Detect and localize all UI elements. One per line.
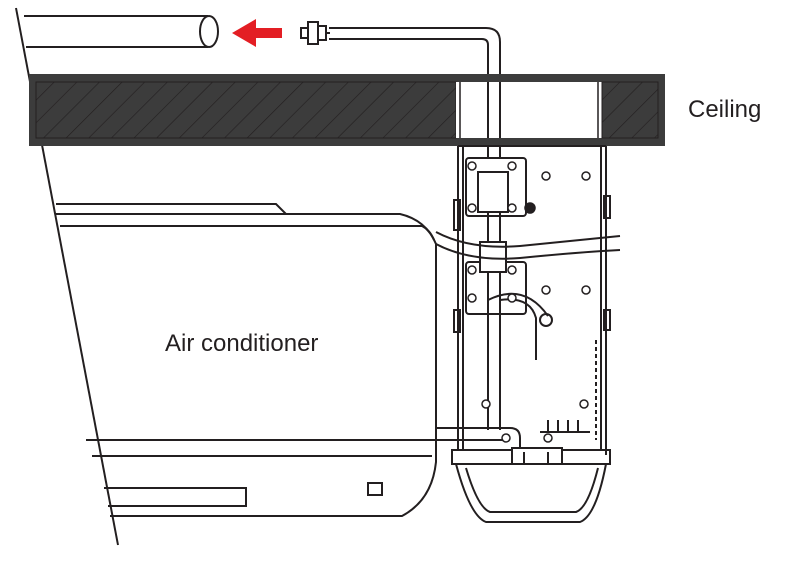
screws [467,161,591,443]
air-conditioner-label: Air conditioner [165,330,319,357]
arrow-left-icon [232,19,282,47]
mounting-box [435,145,621,455]
hose-connector [300,21,330,45]
drain-hose [329,27,501,180]
drain-pipe [24,15,219,48]
drain-pan [451,447,611,523]
ceiling-structure [29,74,665,146]
ceiling-label: Ceiling [688,96,762,123]
air-conditioner-unit [56,203,437,517]
